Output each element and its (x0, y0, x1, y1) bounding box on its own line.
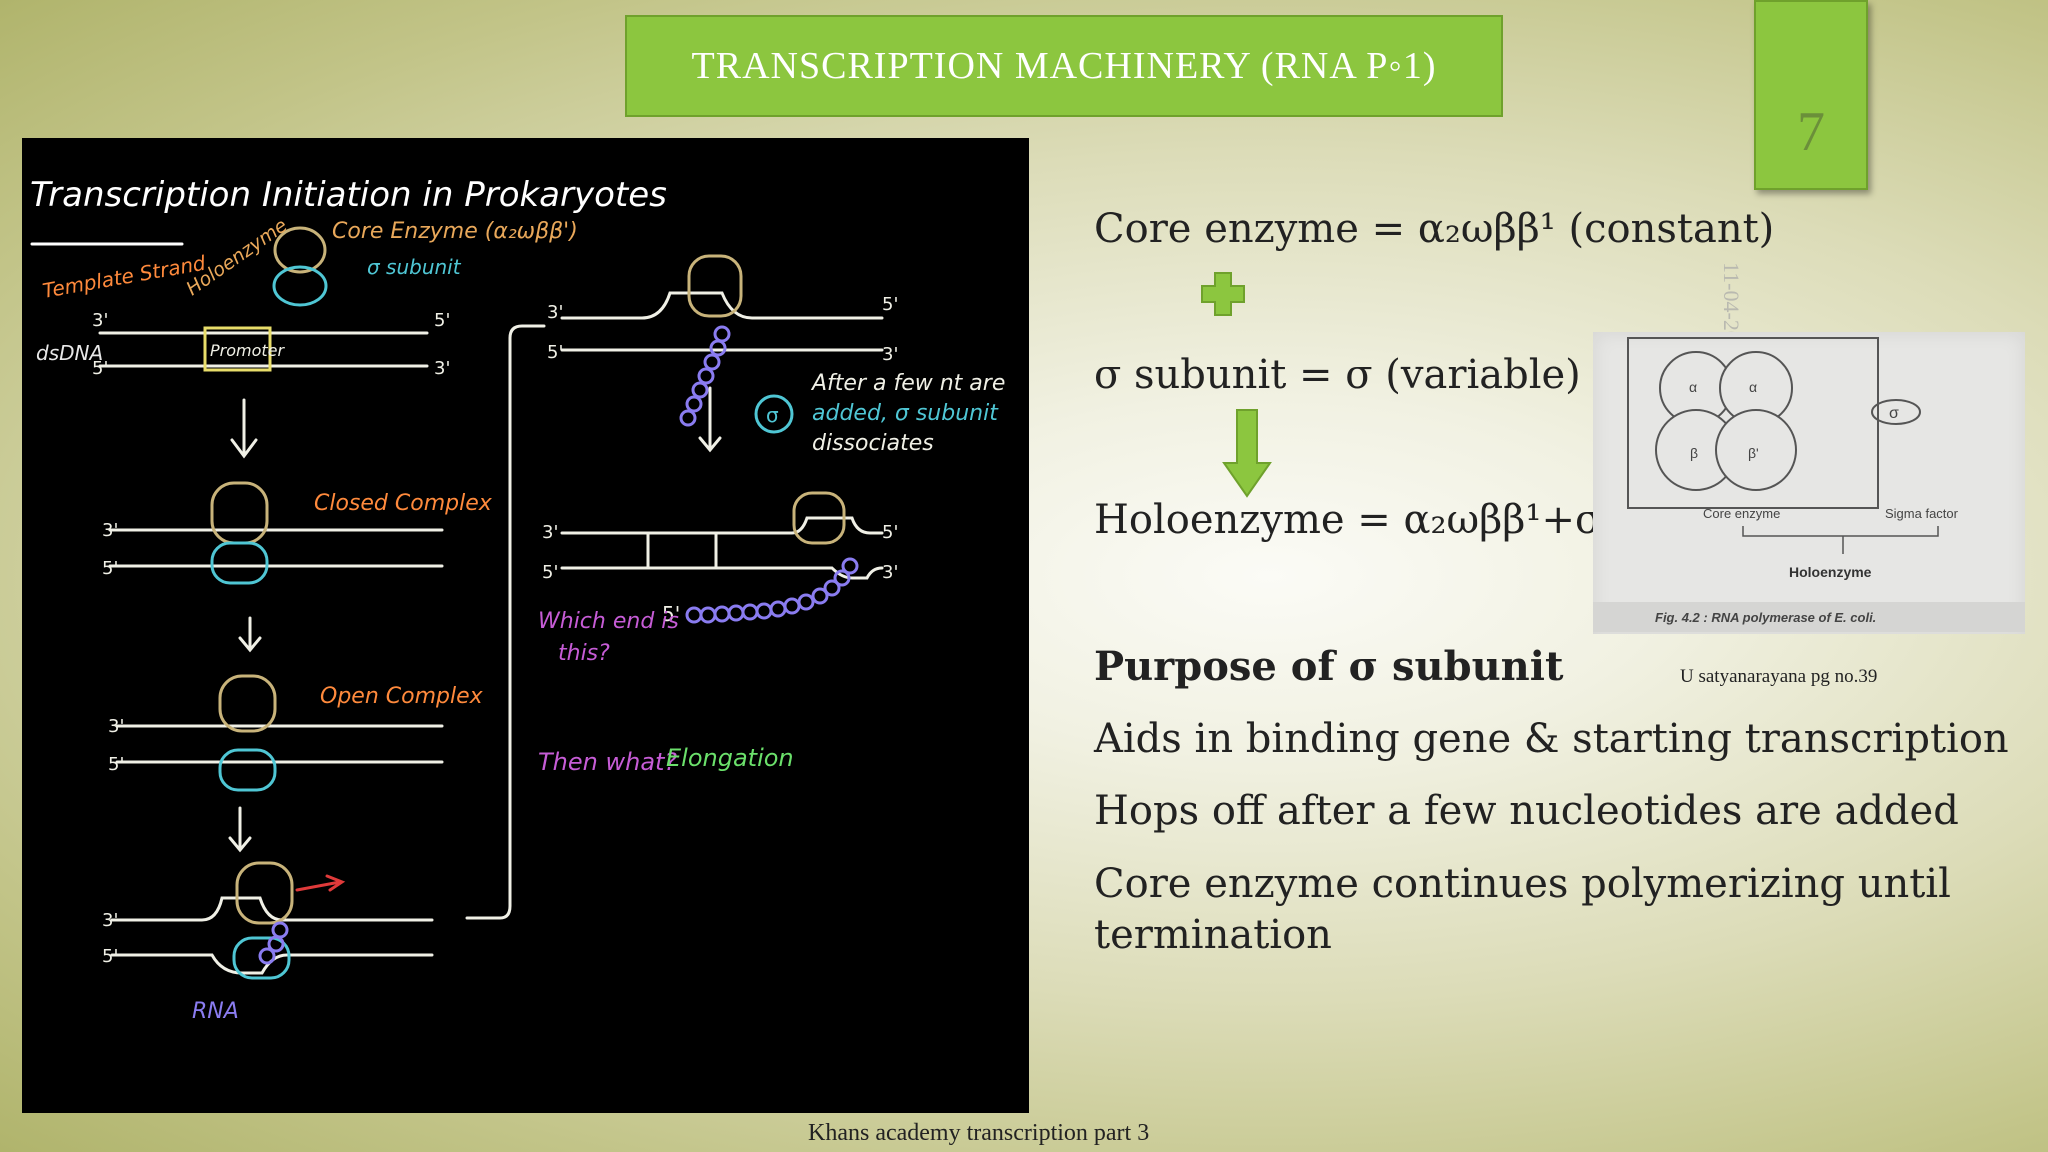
svg-text:σ: σ (1889, 405, 1899, 422)
which-end-2: this? (558, 641, 610, 666)
svg-text:3': 3' (108, 716, 124, 737)
svg-text:β': β' (1748, 445, 1759, 461)
sigma-label: σ subunit (367, 255, 462, 279)
down-arrow-icon (1222, 409, 1272, 498)
elongation-label: Elongation (666, 744, 794, 772)
sigma-line: σ subunit = σ (variable) (1094, 352, 1581, 398)
source-caption: Khans academy transcription part 3 (808, 1120, 1150, 1146)
svg-text:3': 3' (547, 302, 563, 323)
rna-label: RNA (192, 999, 239, 1024)
svg-text:5': 5' (547, 342, 563, 363)
svg-text:5': 5' (542, 562, 558, 583)
dsdna-label: dsDNA (36, 341, 103, 365)
svg-text:3': 3' (882, 562, 898, 583)
holoenzyme-line: Holoenzyme = α₂ωββ¹+σ (1094, 497, 1603, 543)
svg-text:5': 5' (882, 294, 898, 315)
closed-complex-label: Closed Complex (314, 491, 493, 516)
after-text-3: dissociates (812, 431, 934, 456)
svg-text:3': 3' (102, 910, 118, 931)
which-end-1: Which end is (538, 609, 679, 634)
video-still: Transcription Initiation in Prokaryotes … (22, 138, 1029, 1113)
core-enzyme-label: Core Enzyme (α₂ωββ') (332, 219, 578, 244)
after-text-2: added, σ subunit (812, 401, 999, 426)
bullet-1: Aids in binding gene & starting transcri… (1094, 716, 2009, 762)
slide-number: 7 (1754, 0, 1868, 190)
svg-text:5': 5' (92, 358, 108, 379)
reference-caption: U satyanarayana pg no.39 (1680, 666, 1878, 687)
svg-text:3': 3' (102, 520, 118, 541)
svg-text:3': 3' (92, 310, 108, 331)
svg-text:β: β (1690, 445, 1698, 461)
promoter-label: Promoter (210, 341, 286, 360)
open-complex-label: Open Complex (320, 684, 484, 709)
video-heading: Transcription Initiation in Prokaryotes (30, 175, 667, 215)
figure-sigma-label: Sigma factor (1885, 506, 1959, 521)
svg-text:3': 3' (434, 358, 450, 379)
after-text-1: After a few nt are (810, 371, 1005, 396)
figure-caption: Fig. 4.2 : RNA polymerase of E. coli. (1655, 610, 1876, 625)
svg-text:σ: σ (766, 403, 779, 427)
figure-holo-label: Holoenzyme (1789, 564, 1872, 580)
svg-text:5': 5' (102, 946, 118, 967)
plus-icon (1201, 272, 1245, 316)
svg-text:5': 5' (102, 558, 118, 579)
svg-text:5': 5' (882, 522, 898, 543)
svg-text:α: α (1689, 379, 1697, 395)
bullet-2: Hops off after a few nucleotides are add… (1094, 788, 1959, 834)
svg-text:5': 5' (662, 602, 680, 626)
template-label: Template Strand (41, 251, 208, 303)
purpose-heading: Purpose of σ subunit (1094, 643, 1564, 690)
figure-core-label: Core enzyme (1703, 506, 1780, 521)
slide-title: TRANSCRIPTION MACHINERY (RNA P◦1) (625, 15, 1503, 117)
svg-text:3': 3' (882, 344, 898, 365)
svg-text:α: α (1749, 379, 1757, 395)
then-what: Then what? (538, 748, 677, 776)
core-enzyme-line: Core enzyme = α₂ωββ¹ (constant) (1094, 206, 1775, 252)
bullet-3-continued: termination (1094, 912, 1332, 958)
svg-text:5': 5' (108, 754, 124, 775)
rna-polymerase-figure: α α β β' σ Core enzyme Sigma factor Holo… (1593, 332, 2025, 634)
svg-text:3': 3' (542, 522, 558, 543)
svg-text:5': 5' (434, 310, 450, 331)
bullet-3: Core enzyme continues polymerizing until (1094, 861, 1951, 907)
